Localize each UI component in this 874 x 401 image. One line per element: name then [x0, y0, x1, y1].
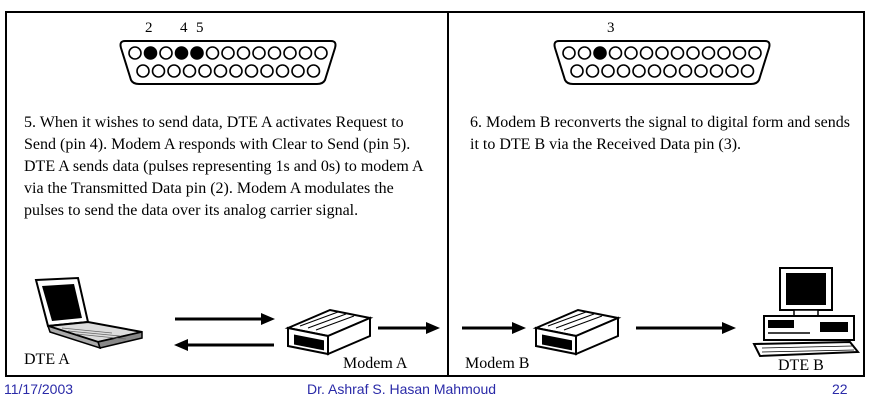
modem-a-label: Modem A	[343, 355, 408, 372]
arrow-left-modem-to-dte-icon	[174, 339, 274, 351]
connector-pin-8	[670, 46, 685, 60]
pin-label-2: 2	[145, 20, 153, 36]
connector-pin-10	[709, 64, 724, 78]
connector-pin-8	[244, 64, 259, 78]
connector-pin-9	[260, 64, 274, 78]
connector-pin-8	[236, 46, 251, 60]
connector-pin-12	[740, 64, 755, 78]
connector-pin-5	[624, 46, 638, 60]
connector-pin-13	[314, 46, 328, 60]
footer-date: 11/17/2003	[4, 381, 74, 397]
connector-pin-7	[655, 46, 669, 60]
connector-pin-3	[601, 64, 615, 78]
connector-pin-2	[577, 46, 592, 60]
connector-pin-4	[616, 64, 631, 78]
connector-pin-10	[701, 46, 716, 60]
laptop-icon	[34, 276, 143, 350]
connector-pin-3-active	[593, 46, 607, 60]
db25-connector-right-icon	[553, 40, 771, 85]
left-pin-labels: 2 4 5	[0, 20, 447, 38]
connector-pin-6	[639, 46, 654, 60]
dte-b-label: DTE B	[778, 357, 824, 374]
desktop-computer-icon	[752, 267, 861, 358]
connector-pin-2-active	[143, 46, 158, 60]
connector-pin-3	[159, 46, 173, 60]
connector-pin-1	[136, 64, 150, 78]
connector-pin-5-active	[190, 46, 204, 60]
connector-pin-5	[632, 64, 646, 78]
connector-pin-10	[275, 64, 290, 78]
modem-b-label: Modem B	[465, 355, 530, 372]
connector-pin-6	[647, 64, 662, 78]
connector-pin-11	[725, 64, 739, 78]
connector-pin-10	[267, 46, 282, 60]
pin-label-5: 5	[196, 20, 204, 36]
arrow-right-into-modem-b-icon	[462, 322, 526, 334]
connector-pin-1	[562, 46, 576, 60]
modem-b-icon	[532, 308, 622, 356]
connector-pin-7	[221, 46, 235, 60]
arrow-right-modem-a-out-icon	[378, 322, 440, 334]
connector-pin-2	[585, 64, 600, 78]
arrow-right-modem-b-to-dte-icon	[636, 322, 736, 334]
connector-pin-7	[663, 64, 677, 78]
connector-pin-12	[306, 64, 321, 78]
connector-pin-1	[128, 46, 142, 60]
connector-pin-13	[748, 46, 762, 60]
connector-pin-4	[608, 46, 623, 60]
db25-connector-left-icon	[119, 40, 337, 85]
left-panel-text: 5. When it wishes to send data, DTE A ac…	[24, 114, 423, 219]
connector-pin-11	[717, 46, 731, 60]
connector-pin-4	[182, 64, 197, 78]
connector-pin-3	[167, 64, 181, 78]
connector-pin-12	[732, 46, 747, 60]
panel-divider	[447, 11, 449, 377]
right-pin-labels: 3	[450, 20, 870, 38]
footer-author: Dr. Ashraf S. Hasan Mahmoud	[307, 381, 497, 397]
dte-a-label: DTE A	[24, 351, 70, 368]
connector-pin-6	[205, 46, 220, 60]
connector-pin-9	[686, 46, 700, 60]
modem-a-icon	[284, 308, 374, 356]
connector-pin-1	[570, 64, 584, 78]
pin-label-3: 3	[607, 20, 615, 36]
connector-pin-9	[252, 46, 266, 60]
connector-pin-11	[291, 64, 305, 78]
connector-pin-5	[198, 64, 212, 78]
slide-frame	[5, 11, 865, 377]
connector-pin-11	[283, 46, 297, 60]
arrow-right-dte-to-modem-icon	[175, 313, 275, 325]
pin-label-4: 4	[180, 20, 188, 36]
connector-pin-2	[151, 64, 166, 78]
connector-pin-12	[298, 46, 313, 60]
connector-pin-6	[213, 64, 228, 78]
connector-pin-7	[229, 64, 243, 78]
connector-pin-8	[678, 64, 693, 78]
connector-pin-4-active	[174, 46, 189, 60]
right-panel-text: 6. Modem B reconverts the signal to digi…	[470, 114, 850, 153]
connector-pin-9	[694, 64, 708, 78]
footer-page-number: 22	[832, 381, 848, 397]
